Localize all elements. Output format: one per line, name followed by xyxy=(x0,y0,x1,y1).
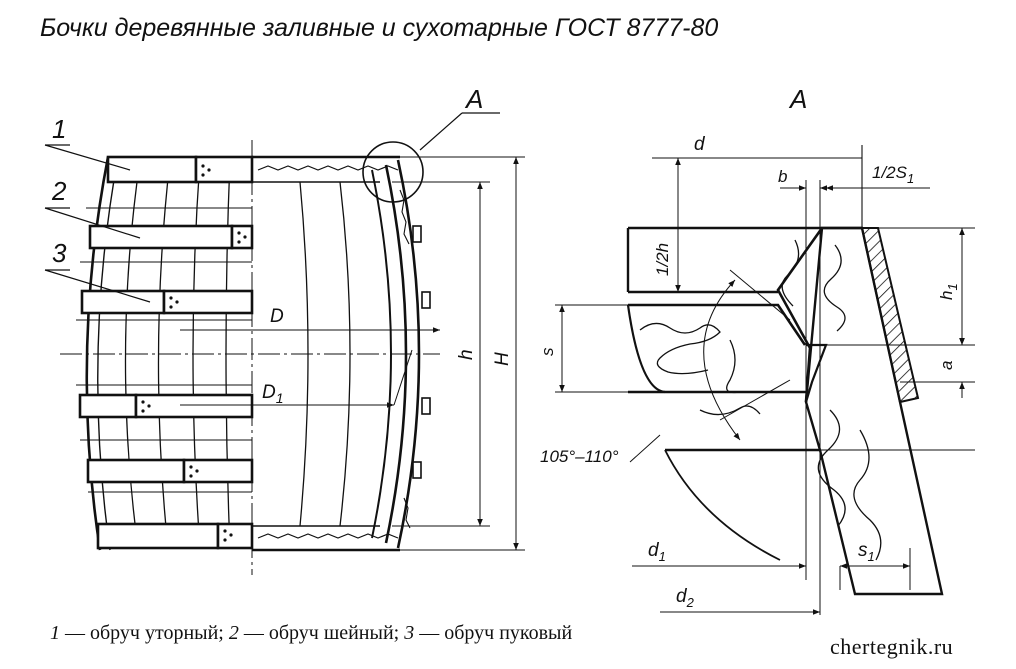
detail-a-label: A xyxy=(788,84,807,114)
hoop-bilge-top xyxy=(80,289,254,315)
legend-number-3: 3 xyxy=(404,622,415,644)
hoop-bilge-bottom xyxy=(78,393,254,419)
dim-h1-label: h1 xyxy=(937,283,960,300)
drawing-title: Бочки деревянные заливные и сухотарные Г… xyxy=(40,14,719,42)
legend-text-3: — обруч пуковый xyxy=(414,622,573,644)
dim-d1-label: d1 xyxy=(648,540,666,564)
angle-label: 105°–110° xyxy=(540,447,619,466)
dim-s-label: s xyxy=(538,347,557,356)
legend-text-1: — обруч уторный; xyxy=(60,622,229,644)
dim-D-label: D xyxy=(270,306,284,327)
hoop-neck-bottom xyxy=(86,458,254,484)
legend-caption: 1 — обруч уторный; 2 — обруч шейный; 3 —… xyxy=(50,622,572,645)
dim-a-label: a xyxy=(937,361,956,370)
hoop-chime-bottom xyxy=(96,522,254,550)
watermark: chertegnik.ru xyxy=(830,634,954,659)
dim-b-label: b xyxy=(778,167,787,186)
callout-3: 3 xyxy=(52,238,67,268)
detail-ref-label: A xyxy=(464,84,483,114)
legend-number-1: 1 xyxy=(50,622,60,644)
dim-H-label: H xyxy=(492,352,513,366)
callout-2: 2 xyxy=(51,176,67,206)
callout-1: 1 xyxy=(52,114,66,144)
barrel-view xyxy=(44,112,525,575)
dim-half-s1-label: 1/2S1 xyxy=(872,163,914,186)
hoop-chime-top xyxy=(106,155,254,184)
detail-a-view xyxy=(555,145,975,615)
legend-number-2: 2 xyxy=(228,622,239,644)
hoop-neck-top xyxy=(88,224,254,250)
stave-hatched-strip xyxy=(860,227,920,404)
dim-D1-label: D1 xyxy=(262,382,284,406)
legend-text-2: — обруч шейный; xyxy=(238,622,405,644)
dim-d-label: d xyxy=(694,134,706,155)
detail-a-circle xyxy=(362,141,424,203)
dim-half-h-label: 1/2h xyxy=(653,243,672,276)
dim-s1-label: s1 xyxy=(858,540,875,564)
dim-d2-label: d2 xyxy=(676,586,695,610)
dim-h-label: h xyxy=(456,349,477,360)
